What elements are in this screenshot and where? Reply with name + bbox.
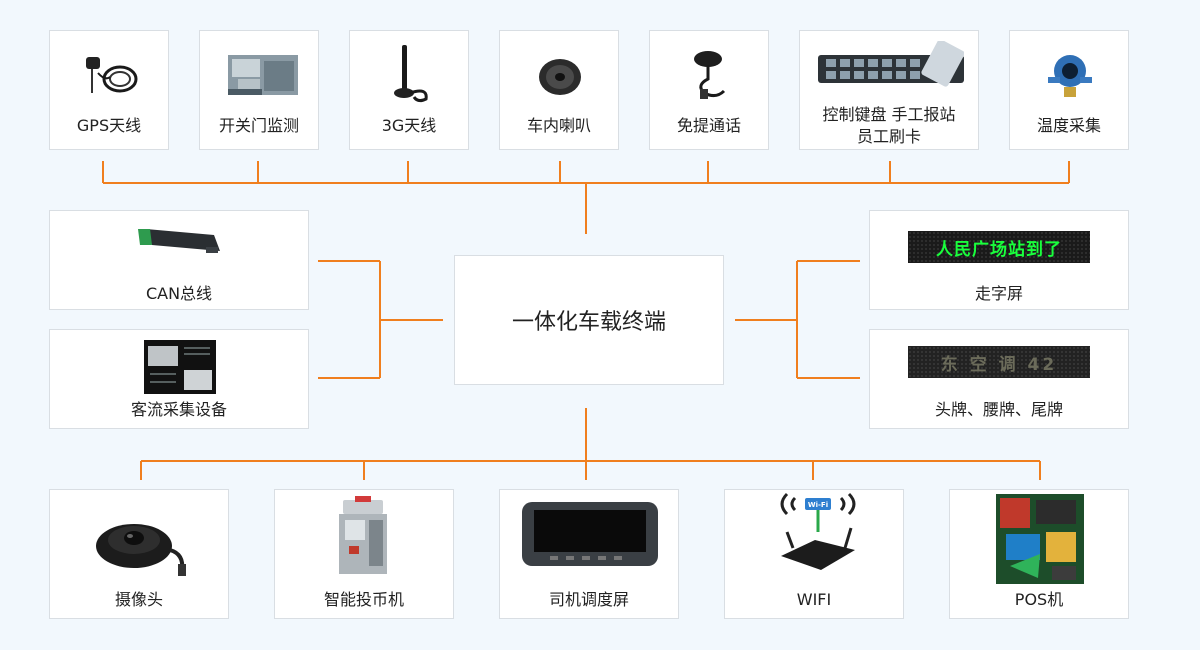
device-card-keyboard: 控制键盘 手工报站 员工刷卡	[799, 30, 979, 150]
device-label: 客流采集设备	[130, 400, 227, 419]
device-label: 摄像头	[114, 590, 163, 609]
led-screen-text: 人民广场站到了	[936, 239, 1062, 260]
pos-terminal-icon	[996, 494, 1084, 584]
device-label: 智能投币机	[323, 590, 404, 609]
device-card-scrolling-display: 人民广场站到了 走字屏	[869, 210, 1129, 310]
route-sign-screen: 东 空 调 42	[908, 346, 1090, 378]
device-card-camera: 摄像头	[49, 489, 229, 619]
device-card-coin-machine: 智能投币机	[274, 489, 454, 619]
can-bus-module-icon	[138, 229, 220, 253]
device-label: 车内喇叭	[526, 116, 591, 135]
device-card-speaker: 车内喇叭	[499, 30, 619, 150]
device-label: GPS天线	[76, 116, 142, 135]
device-label: POS机	[1014, 590, 1064, 609]
device-card-3g-antenna: 3G天线	[349, 30, 469, 150]
device-label: 3G天线	[381, 116, 437, 135]
device-label: 免提通话	[676, 116, 741, 135]
device-card-pos: POS机	[949, 489, 1129, 619]
device-label: 司机调度屏	[548, 590, 629, 609]
speaker-icon	[539, 59, 581, 95]
device-label: 走字屏	[974, 284, 1023, 303]
central-terminal-label: 一体化车载终端	[511, 310, 666, 335]
control-keyboard-icon	[818, 41, 964, 87]
device-card-handsfree: 免提通话	[649, 30, 769, 150]
coin-machine-icon	[339, 496, 387, 574]
device-card-temperature: 温度采集	[1009, 30, 1129, 150]
wifi-router-icon: Wi-Fi	[780, 492, 856, 570]
device-card-gps-antenna: GPS天线	[49, 30, 169, 150]
device-label: 头牌、腰牌、尾牌	[934, 400, 1063, 419]
device-label-line1: 控制键盘 手工报站	[822, 105, 956, 124]
device-card-passenger-counter: 客流采集设备	[49, 329, 309, 429]
led-scrolling-screen: 人民广场站到了	[908, 231, 1090, 263]
central-terminal: 一体化车载终端	[454, 255, 724, 385]
device-card-wifi: Wi-Fi WIFI	[724, 489, 904, 619]
route-sign-text: 东 空 调 42	[940, 354, 1058, 375]
temperature-sensor-icon	[1048, 55, 1092, 97]
device-card-dispatch-screen: 司机调度屏	[499, 489, 679, 619]
device-label-line2: 员工刷卡	[856, 127, 921, 146]
device-label: 温度采集	[1036, 116, 1101, 135]
3g-antenna-icon	[394, 45, 428, 103]
wifi-sign-text: Wi-Fi	[808, 501, 828, 509]
device-label: 开关门监测	[218, 116, 299, 135]
device-label: CAN总线	[145, 284, 213, 303]
camera-icon	[96, 524, 186, 576]
handsfree-microphone-icon	[694, 51, 726, 99]
device-card-door-monitor: 开关门监测	[199, 30, 319, 150]
gps-antenna-icon	[86, 57, 138, 93]
device-card-can-bus: CAN总线	[49, 210, 309, 310]
passenger-counter-image-icon	[144, 340, 216, 394]
door-camera-image-icon	[228, 55, 298, 95]
dispatch-screen-icon	[522, 502, 658, 566]
device-card-route-signs: 东 空 调 42 头牌、腰牌、尾牌	[869, 329, 1129, 429]
device-label: WIFI	[796, 590, 832, 609]
